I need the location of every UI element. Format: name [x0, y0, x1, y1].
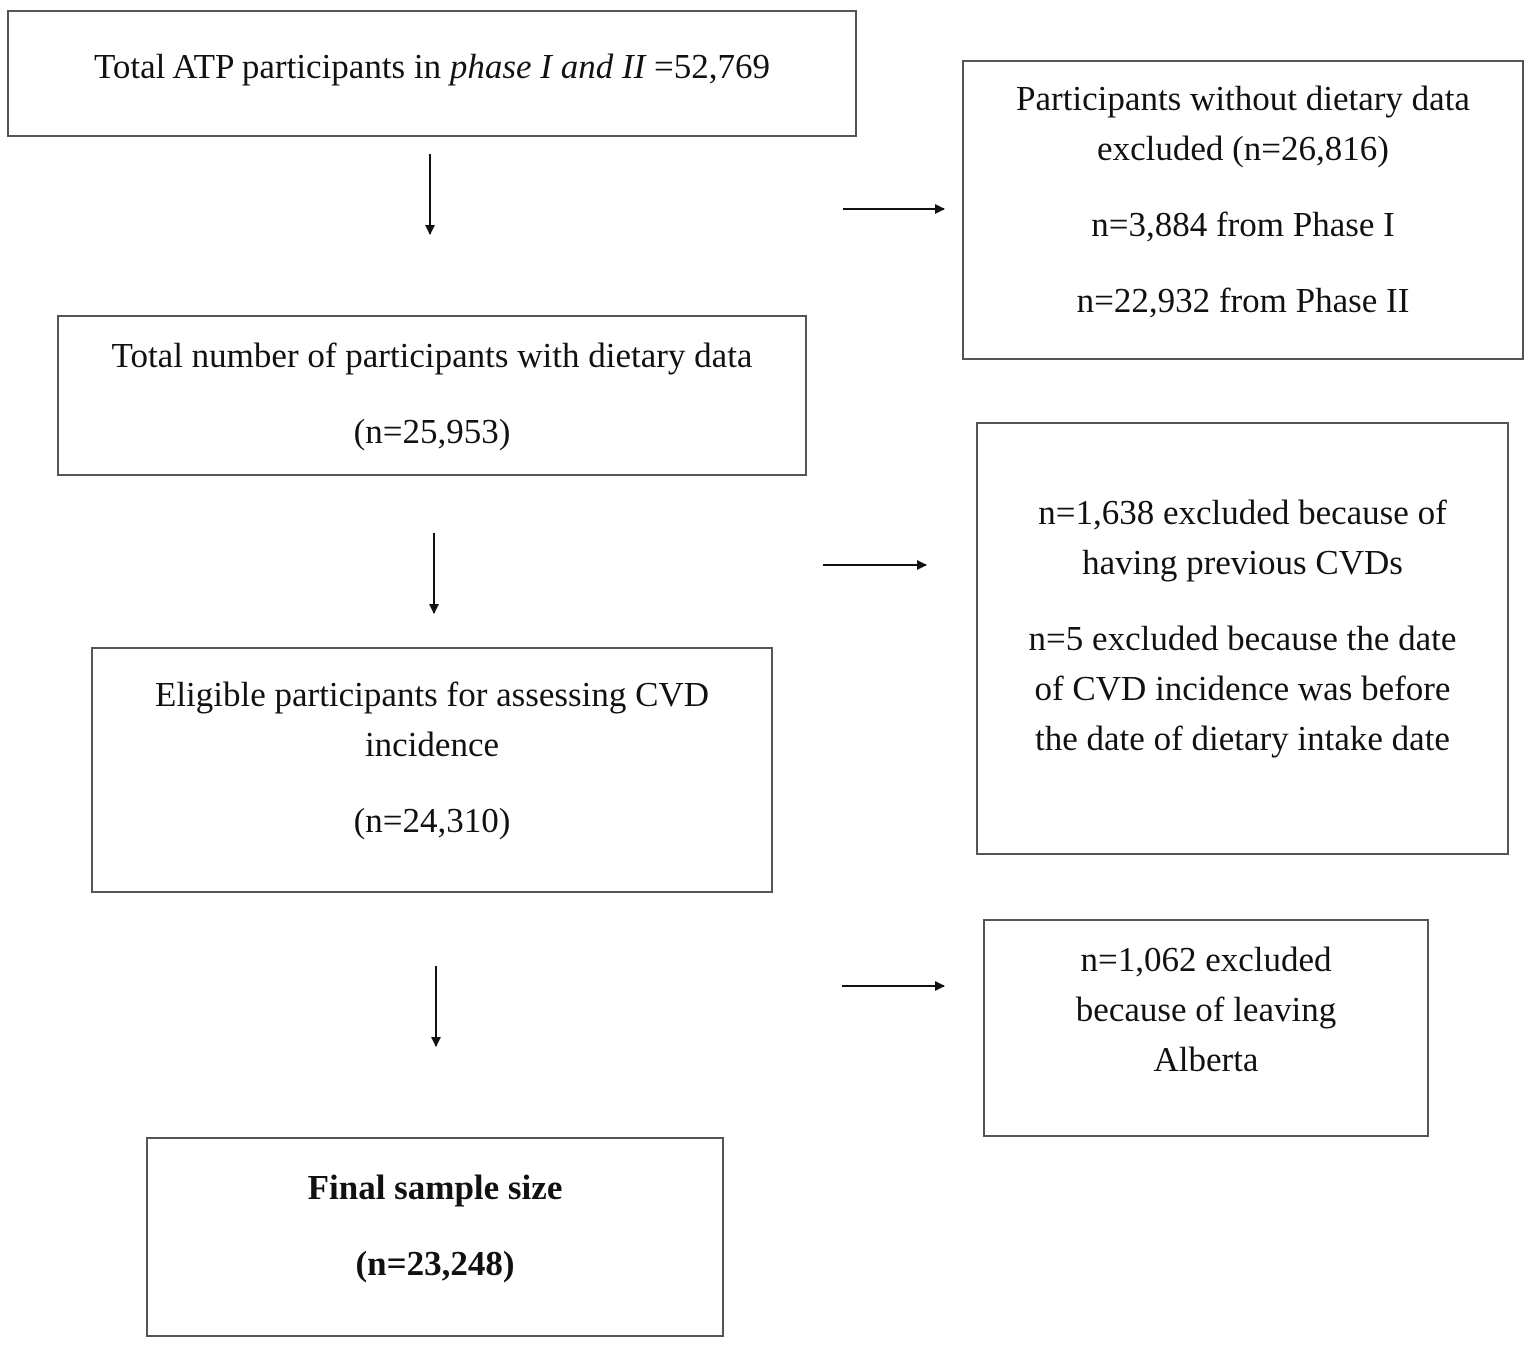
final-sample-box: Final sample size (n=23,248): [146, 1137, 724, 1337]
exclusion-date-line2: of CVD incidence was before: [1034, 669, 1451, 708]
dietary-data-box: Total number of participants with dietar…: [57, 315, 807, 476]
total-prefix: Total ATP participants in: [93, 47, 450, 86]
exclusion-no-dietary-line1: Participants without dietary data: [1016, 79, 1470, 118]
eligible-label-line2: incidence: [364, 725, 500, 764]
exclusion-phase2: n=22,932 from Phase II: [1076, 281, 1410, 320]
total-participants-text: Total ATP participants in phase I and II…: [9, 42, 855, 92]
final-sample-count: (n=23,248): [355, 1244, 515, 1283]
exclusion-phase1: n=3,884 from Phase I: [1091, 205, 1395, 244]
eligible-count: (n=24,310): [353, 801, 511, 840]
exclusion-cvd-line2: having previous CVDs: [1082, 543, 1403, 582]
total-participants-box: Total ATP participants in phase I and II…: [7, 10, 857, 137]
exclusion-no-dietary-line2: excluded (n=26,816): [1097, 129, 1389, 168]
dietary-data-label: Total number of participants with dietar…: [111, 336, 753, 375]
exclusion-cvd-box: n=1,638 excluded because of having previ…: [976, 422, 1509, 855]
exclusion-alberta-line3: Alberta: [1153, 1040, 1259, 1079]
final-sample-label: Final sample size: [307, 1168, 563, 1207]
exclusion-alberta-line2: because of leaving: [1075, 990, 1337, 1029]
exclusion-date-line1: n=5 excluded because the date: [1028, 619, 1457, 658]
exclusion-no-dietary-box: Participants without dietary data exclud…: [962, 60, 1524, 360]
eligible-participants-box: Eligible participants for assessing CVD …: [91, 647, 773, 893]
phase-label: phase I and II: [449, 47, 646, 86]
total-count: =52,769: [645, 47, 771, 86]
dietary-data-count: (n=25,953): [353, 412, 511, 451]
exclusion-cvd-line1: n=1,638 excluded because of: [1038, 493, 1447, 532]
exclusion-alberta-box: n=1,062 excluded because of leaving Albe…: [983, 919, 1429, 1137]
exclusion-alberta-line1: n=1,062 excluded: [1080, 940, 1332, 979]
exclusion-date-line3: the date of dietary intake date: [1035, 719, 1450, 758]
eligible-label-line1: Eligible participants for assessing CVD: [154, 675, 710, 714]
